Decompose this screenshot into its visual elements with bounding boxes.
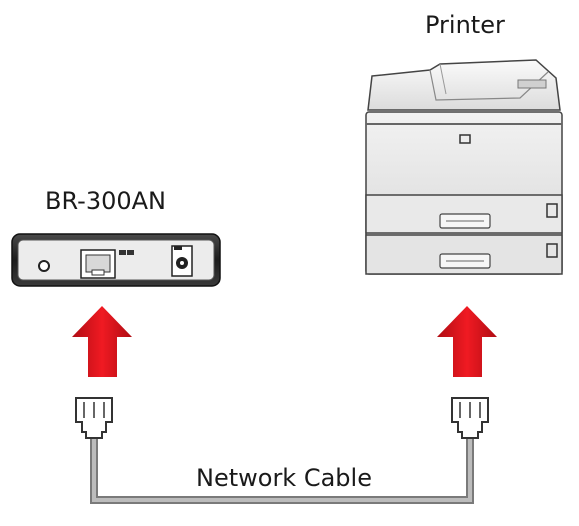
up-arrow-icon <box>72 306 132 377</box>
device-label: BR-300AN <box>45 187 167 215</box>
network-cable-label: Network Cable <box>196 464 372 492</box>
printer-icon <box>365 59 563 275</box>
rj45-plug-icon <box>75 397 113 439</box>
printer-label: Printer <box>425 11 505 39</box>
network-cable <box>90 432 474 504</box>
router-icon <box>11 233 221 287</box>
up-arrow-icon <box>437 306 497 377</box>
rj45-plug-icon <box>451 397 489 439</box>
